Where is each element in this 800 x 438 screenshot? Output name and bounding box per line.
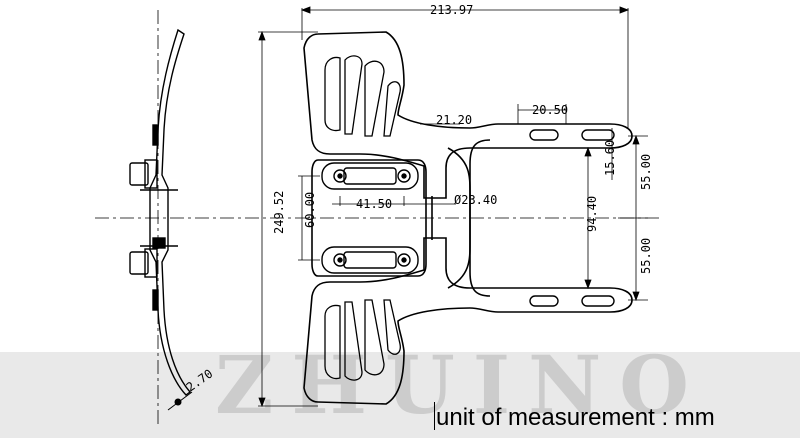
mounting-slots: [321, 129, 615, 307]
lower-offset-dimension: 55.00: [639, 238, 653, 274]
slot-length-dimension: 41.50: [356, 197, 392, 211]
bracket-outline: [303, 31, 633, 405]
side-view-profile: [129, 28, 192, 396]
unit-divider: [434, 402, 435, 430]
dimension-lines: [258, 6, 648, 408]
hole-diameter-dimension: Ø23.40: [454, 193, 497, 207]
thickness-leader: [167, 391, 193, 411]
neck-width-dimension: 21.20: [436, 113, 472, 127]
unit-label: unit of measurement : mm: [436, 404, 715, 431]
tab-width-dimension: 20.50: [532, 103, 568, 117]
overall-height-dimension: 249.52: [272, 191, 286, 234]
overall-width-dimension: 213.97: [430, 3, 473, 17]
wing-slots: [324, 55, 401, 381]
watermark-text: ZHUINO: [215, 338, 707, 432]
watermark-band: [0, 352, 800, 438]
tab-spacing-dimension: 15.60: [603, 140, 617, 176]
thickness-dimension: 2.70: [184, 366, 216, 394]
slot-spacing-dimension: 94.40: [585, 196, 599, 232]
upper-offset-dimension: 55.00: [639, 154, 653, 190]
center-height-dimension: 60.00: [303, 192, 317, 228]
